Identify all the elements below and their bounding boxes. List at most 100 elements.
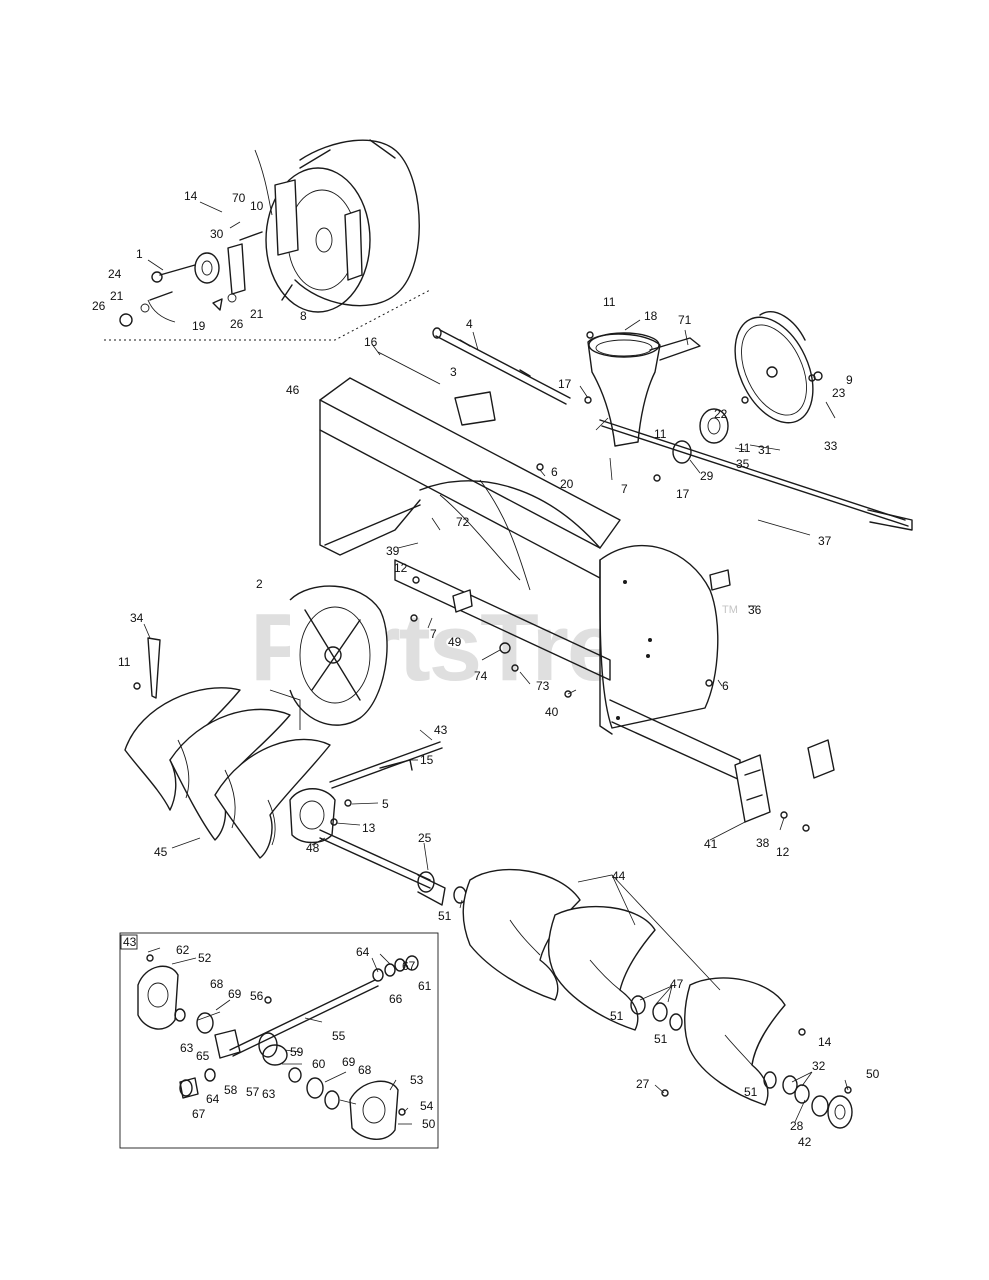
callout-29: 29 [700,469,714,483]
callout-24: 24 [108,267,122,281]
wheel-assembly [104,139,431,341]
auger-right [462,868,853,1129]
callout-34: 34 [130,611,144,625]
callout-39: 39 [386,544,400,558]
callout-4: 4 [466,317,473,331]
callout-45: 45 [154,845,168,859]
callout-38: 38 [756,836,770,850]
callout-43: 43 [434,723,448,737]
callout-26: 26 [92,299,106,313]
callout-71: 71 [678,313,692,327]
callout-30: 30 [210,227,224,241]
callout-9: 9 [846,373,853,387]
callout-17: 17 [676,487,690,501]
watermark-tm: TM [722,604,738,616]
callout-53: 53 [410,1073,424,1087]
callout-31: 31 [758,443,772,457]
callout-60: 60 [312,1057,326,1071]
inset-gearbox: 43 [119,932,439,1149]
auger-housing [147,377,913,823]
callout-68: 68 [358,1063,372,1077]
callout-8: 8 [300,309,307,323]
callout-62: 62 [176,943,190,957]
callout-69: 69 [342,1055,356,1069]
hardware [133,331,852,1097]
callout-67: 67 [192,1107,206,1121]
callout-52: 52 [198,951,212,965]
callout-1: 1 [136,247,143,261]
callout-18: 18 [644,309,658,323]
callout-19: 19 [192,319,206,333]
callout-11: 11 [603,295,616,309]
callout-14: 14 [818,1035,832,1049]
callout-3: 3 [450,365,457,379]
inset-label: 43 [123,935,137,949]
callout-63: 63 [262,1087,276,1101]
leader-lines [143,201,849,1125]
callout-28: 28 [790,1119,804,1133]
callout-50: 50 [422,1117,436,1131]
callout-51: 51 [654,1032,668,1046]
callout-40: 40 [545,705,559,719]
callout-44: 44 [612,869,626,883]
callout-33: 33 [824,439,838,453]
callout-46: 46 [286,383,300,397]
callout-74: 74 [474,669,488,683]
callout-61: 61 [418,979,432,993]
callout-66: 66 [389,992,403,1006]
callout-70: 70 [232,191,246,205]
callout-17: 17 [558,377,572,391]
callout-23: 23 [832,386,846,400]
callout-6: 6 [722,679,729,693]
auger-left [124,687,467,906]
callout-2: 2 [256,577,263,591]
callout-13: 13 [362,821,376,835]
callout-27: 27 [636,1077,650,1091]
callout-16: 16 [364,335,378,349]
callout-21: 21 [250,307,264,321]
callout-65: 65 [196,1049,210,1063]
callout-25: 25 [418,831,432,845]
callout-36: 36 [748,603,762,617]
callout-10: 10 [250,199,264,213]
callout-12: 12 [776,845,790,859]
callout-51: 51 [744,1085,758,1099]
drive-and-chute [377,311,823,464]
callout-64: 64 [206,1092,220,1106]
callout-50: 50 [866,1067,880,1081]
callout-63: 63 [180,1041,194,1055]
callout-21: 21 [110,289,124,303]
callout-35: 35 [736,457,750,471]
callouts: 14 70 10 30 1 24 21 26 19 26 21 8 4 11 1… [92,189,880,1149]
callout-58: 58 [224,1083,238,1097]
callout-51: 51 [610,1009,624,1023]
callout-41: 41 [704,837,718,851]
callout-20: 20 [560,477,574,491]
callout-6: 6 [551,465,558,479]
callout-54: 54 [420,1099,434,1113]
callout-7: 7 [621,482,628,496]
callout-14: 14 [184,189,198,203]
callout-55: 55 [332,1029,346,1043]
callout-12: 12 [394,561,408,575]
callout-11: 11 [654,427,667,441]
callout-73: 73 [536,679,550,693]
callout-56: 56 [250,989,264,1003]
callout-64: 64 [356,945,370,959]
callout-22: 22 [714,407,728,421]
callout-42: 42 [798,1135,812,1149]
callout-47: 47 [670,977,684,991]
callout-32: 32 [812,1059,826,1073]
callout-7: 7 [430,627,437,641]
callout-15: 15 [420,753,434,767]
callout-72: 72 [456,515,470,529]
callout-26: 26 [230,317,244,331]
callout-59: 59 [290,1045,304,1059]
callout-68: 68 [210,977,224,991]
callout-67: 67 [402,959,416,973]
callout-5: 5 [382,797,389,811]
callout-57: 57 [246,1085,260,1099]
callout-69: 69 [228,987,242,1001]
callout-11: 11 [118,655,131,669]
